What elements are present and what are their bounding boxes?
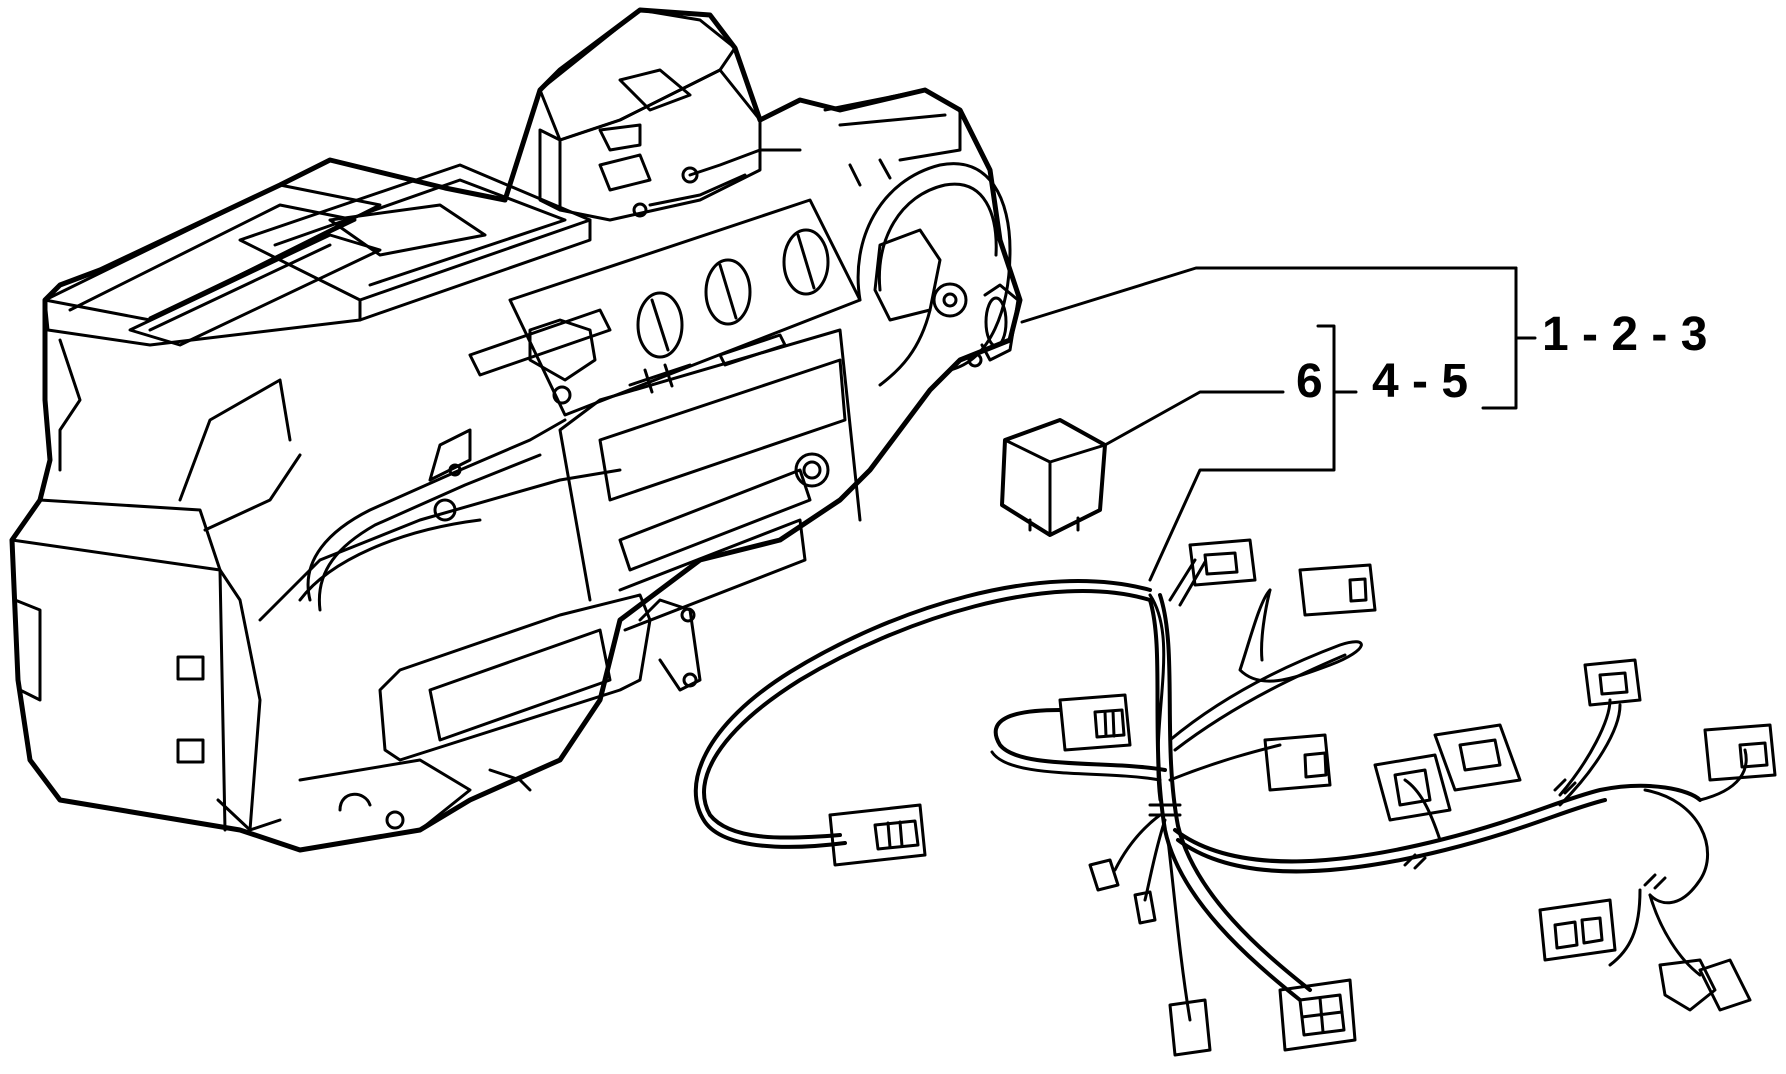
harness-terminal: [1088, 858, 1157, 925]
harness-connector: [1263, 733, 1332, 792]
callout-6: 6: [1296, 355, 1323, 408]
harness-connector: [1168, 998, 1212, 1057]
harness-connector: [1373, 723, 1522, 822]
harness-connector: [828, 803, 927, 867]
harness-connector: [1278, 978, 1357, 1052]
harness-connector: [1058, 693, 1132, 752]
relay-module: [1000, 418, 1107, 537]
harness-connector: [1703, 723, 1777, 782]
harness-connector: [1298, 563, 1377, 617]
harness-connector: [1538, 898, 1617, 962]
harness-connector: [1583, 658, 1642, 707]
heater-unit-assembly: [9, 7, 1023, 853]
harness-terminal: [1658, 958, 1752, 1012]
leader-lines: [1020, 266, 1537, 582]
wiring-harness: [693, 538, 1777, 1057]
callout-1-2-3: 1 - 2 - 3: [1542, 308, 1708, 361]
harness-connector: [1188, 538, 1257, 587]
callout-4-5: 4 - 5: [1372, 355, 1469, 408]
